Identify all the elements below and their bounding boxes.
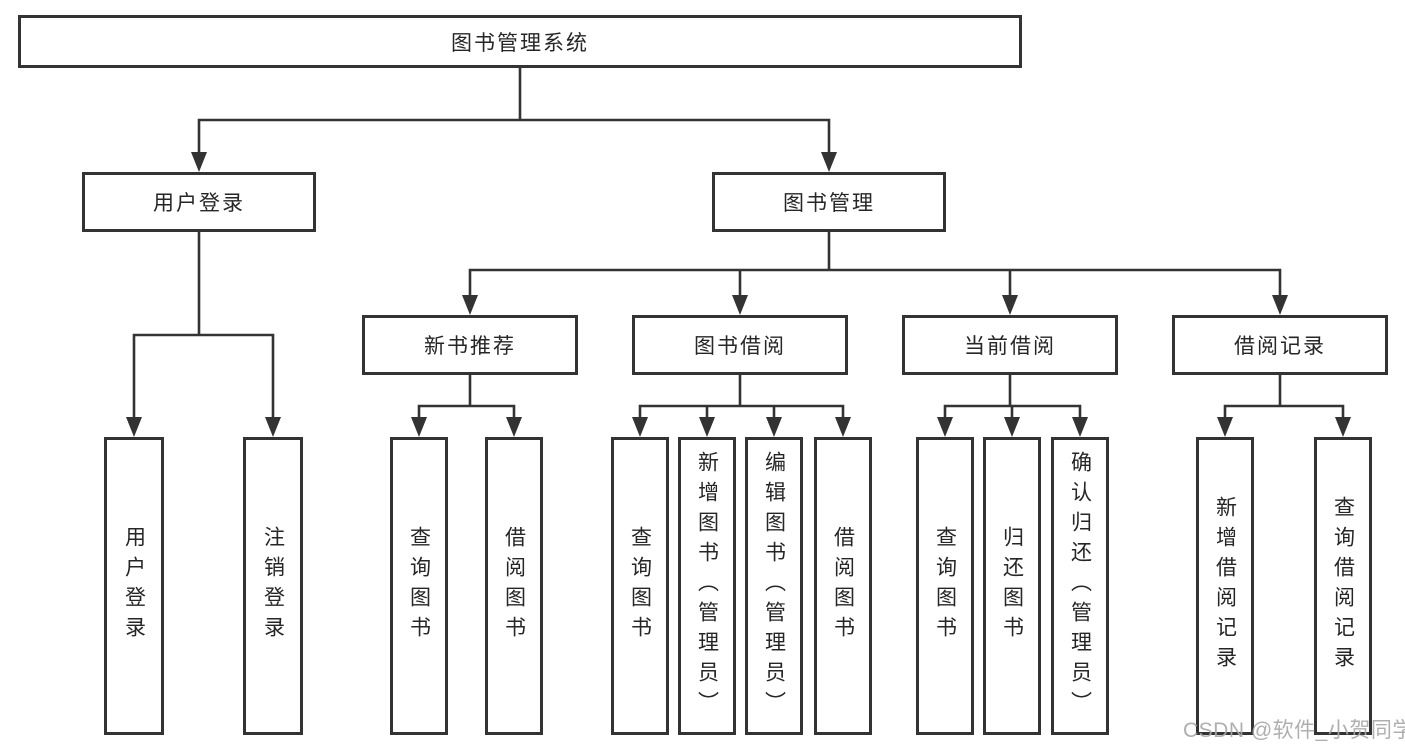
node-query-borrow-record: 查询借阅记录: [1314, 437, 1372, 735]
node-label: 用户登录: [153, 192, 245, 215]
node-book-borrowing: 图书借阅: [632, 315, 848, 375]
arrowhead-icon: [411, 417, 427, 437]
watermark: CSDN @软件_小贺同学: [1183, 719, 1405, 742]
arrowhead-icon: [632, 417, 648, 437]
arrowhead-icon: [462, 295, 478, 315]
node-query-books-borrowing: 查询图书: [611, 437, 669, 735]
node-label: 图书管理: [783, 192, 875, 215]
connector-new-book-group: [417, 373, 516, 421]
arrowhead-icon: [1217, 417, 1233, 437]
arrowhead-icon: [821, 152, 837, 172]
node-label: 新增借阅记录: [1213, 496, 1237, 676]
connector-user-branch-children: [132, 230, 275, 421]
node-edit-book-admin: 编辑图书（管理员）: [745, 437, 803, 735]
arrowhead-icon: [506, 417, 522, 437]
arrowhead-icon: [835, 417, 851, 437]
arrowhead-icon: [937, 417, 953, 437]
node-book-management-branch: 图书管理: [712, 172, 946, 232]
node-label: 查询借阅记录: [1331, 496, 1355, 676]
arrowhead-icon: [1272, 295, 1288, 315]
connector-current-borrowing-group: [943, 373, 1082, 421]
arrowhead-icon: [1002, 295, 1018, 315]
node-label: 图书管理系统: [451, 31, 589, 55]
node-logout: 注销登录: [243, 437, 303, 735]
node-add-borrow-record: 新增借阅记录: [1196, 437, 1254, 735]
arrowhead-icon: [766, 417, 782, 437]
node-library-system-root: 图书管理系统: [18, 15, 1022, 68]
connector-root-to-branches: [197, 66, 831, 156]
arrowhead-icon: [1004, 417, 1020, 437]
node-label: 新增图书（管理员）: [695, 451, 719, 721]
node-label: 用户登录: [122, 526, 146, 646]
node-new-book-recommend: 新书推荐: [362, 315, 578, 375]
arrowhead-icon: [1072, 417, 1088, 437]
connector-borrowing-records-group: [1223, 373, 1345, 421]
connector-book-branch-groups: [468, 230, 1282, 299]
node-label: 借阅图书: [831, 526, 855, 646]
node-add-book-admin: 新增图书（管理员）: [678, 437, 736, 735]
node-label: 新书推荐: [424, 335, 516, 358]
arrowhead-icon: [1335, 417, 1351, 437]
node-borrow-book: 借阅图书: [814, 437, 872, 735]
node-return-book: 归还图书: [983, 437, 1041, 735]
node-label: 查询图书: [933, 526, 957, 646]
node-borrow-books-recommend: 借阅图书: [485, 437, 543, 735]
node-label: 编辑图书（管理员）: [762, 451, 786, 721]
arrowhead-icon: [191, 152, 207, 172]
node-label: 确认归还（管理员）: [1068, 451, 1092, 721]
node-query-books-current: 查询图书: [916, 437, 974, 735]
node-confirm-return-admin: 确认归还（管理员）: [1051, 437, 1109, 735]
node-label: 注销登录: [261, 526, 285, 646]
node-query-books-recommend: 查询图书: [390, 437, 448, 735]
node-label: 图书借阅: [694, 335, 786, 358]
node-label: 借阅图书: [502, 526, 526, 646]
node-borrowing-records: 借阅记录: [1172, 315, 1388, 375]
node-label: 借阅记录: [1234, 335, 1326, 358]
node-label: 查询图书: [407, 526, 431, 646]
arrowhead-icon: [126, 417, 142, 437]
node-user-login: 用户登录: [104, 437, 164, 735]
node-label: 当前借阅: [964, 335, 1056, 358]
arrowhead-icon: [732, 295, 748, 315]
node-label: 归还图书: [1000, 526, 1024, 646]
node-current-borrowing: 当前借阅: [902, 315, 1118, 375]
connector-book-borrowing-group: [638, 373, 845, 421]
node-label: 查询图书: [628, 526, 652, 646]
node-user-login-branch: 用户登录: [82, 172, 316, 232]
arrowhead-icon: [265, 417, 281, 437]
arrowhead-icon: [699, 417, 715, 437]
